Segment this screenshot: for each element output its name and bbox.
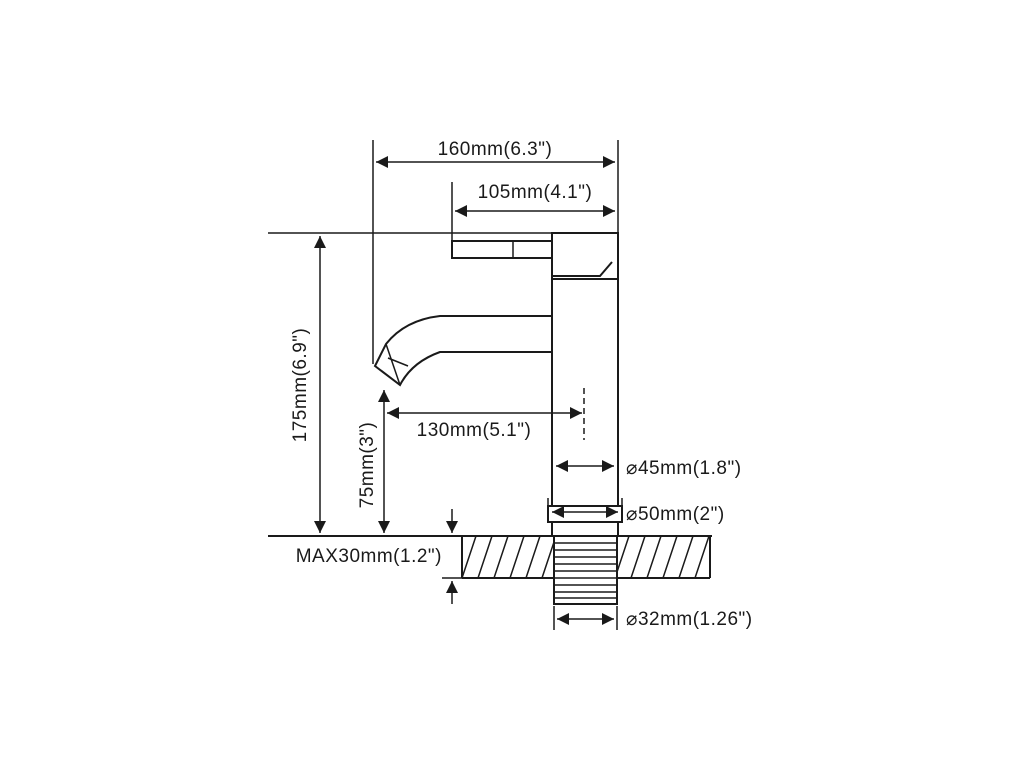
dim-handle-to-spout: 105mm(4.1") [478, 182, 593, 203]
deck-section [268, 535, 712, 605]
dim-height: 175mm(6.9") [290, 328, 311, 443]
extension-lines [268, 140, 623, 630]
dim-spout-reach: 130mm(5.1") [417, 420, 532, 441]
faucet-body [373, 232, 623, 537]
dim-total-length: 160mm(6.3") [438, 139, 553, 160]
dim-spout-height: 75mm(3") [357, 422, 378, 509]
dim-max-deck-thickness: MAX30mm(1.2") [296, 546, 442, 567]
dim-body-diameter: ⌀45mm(1.8") [626, 458, 742, 479]
dimension-lines [314, 156, 618, 625]
dim-shank-diameter: ⌀32mm(1.26") [626, 609, 753, 630]
dim-base-diameter: ⌀50mm(2") [626, 504, 725, 525]
